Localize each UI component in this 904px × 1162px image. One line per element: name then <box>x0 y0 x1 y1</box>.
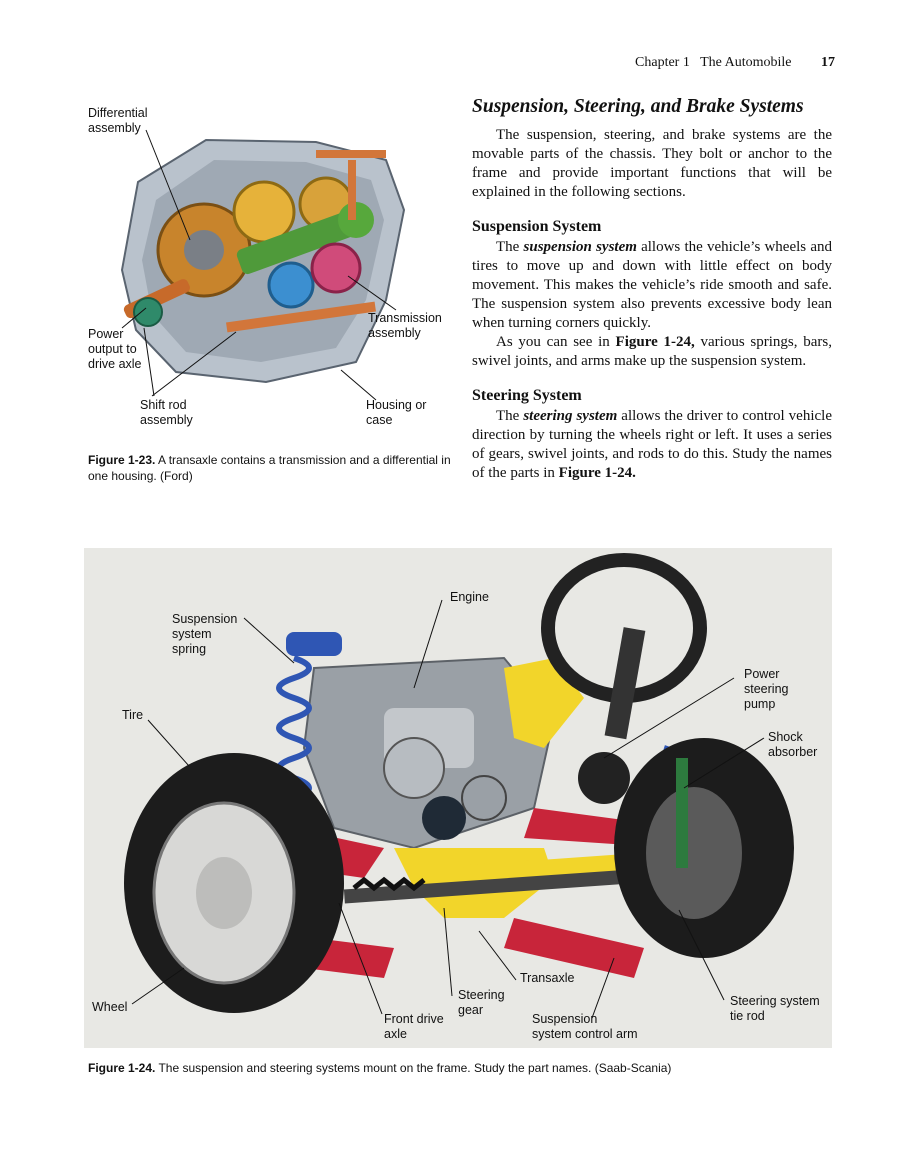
label-shock-absorber: Shock absorber <box>768 730 818 759</box>
text-run: As you can see in <box>496 334 616 350</box>
suspension-paragraph-2: As you can see in Figure 1-24, various s… <box>472 333 832 371</box>
text-run: allows the vehicle’s wheels and tires to… <box>472 239 832 331</box>
label-shift-rod-assembly: Shift rod assembly <box>140 398 193 427</box>
text-run: allows the driver to control vehicle dir… <box>472 408 832 481</box>
figure-ref-1-24: Figure 1-24. <box>558 465 636 481</box>
label-differential-assembly: Differential assembly <box>88 106 148 135</box>
label-transaxle: Transaxle <box>520 971 575 985</box>
running-head: Chapter 1 The Automobile 17 <box>560 55 835 71</box>
text-run: The <box>496 408 524 424</box>
page-number: 17 <box>821 55 835 70</box>
chapter-title: The Automobile <box>700 55 792 70</box>
chassis-photo <box>84 548 832 1048</box>
term-suspension-system: suspension system <box>523 239 637 255</box>
section-heading: Suspension, Steering, and Brake Systems <box>472 96 804 117</box>
chapter-number: Chapter 1 <box>635 55 690 70</box>
figure-1-24-ref: Figure 1-24. <box>88 1061 156 1075</box>
label-wheel: Wheel <box>92 1000 128 1014</box>
figure-1-23-caption: Figure 1-23. A transaxle contains a tran… <box>88 453 452 484</box>
label-transmission-assembly: Transmission assembly <box>368 311 442 340</box>
figure-1-23-ref: Figure 1-23. <box>88 453 156 467</box>
label-housing-or-case: Housing or case <box>366 398 427 427</box>
figure-1-23: Differential assembly Power output to dr… <box>86 100 458 440</box>
label-steering-tie-rod: Steering system tie rod <box>730 994 820 1023</box>
figure-1-24-caption-text: The suspension and steering systems moun… <box>155 1061 672 1075</box>
steering-heading: Steering System <box>472 387 582 404</box>
article-column: Suspension, Steering, and Brake Systems … <box>472 96 832 483</box>
figure-ref-1-24: Figure 1-24, <box>615 334 695 350</box>
label-tire: Tire <box>122 708 144 722</box>
label-suspension-spring: Suspension system spring <box>172 612 238 656</box>
label-steering-gear: Steering gear <box>458 988 505 1017</box>
suspension-heading: Suspension System <box>472 218 602 235</box>
text-run: The <box>496 239 524 255</box>
suspension-paragraph-1: The suspension system allows the vehicle… <box>472 238 832 333</box>
label-suspension-control-arm: Suspension system control arm <box>532 1012 638 1041</box>
figure-1-24-caption: Figure 1-24. The suspension and steering… <box>88 1061 828 1077</box>
text-run: various springs, bars, swivel joints, an… <box>472 334 832 369</box>
label-power-output: Power output to drive axle <box>88 327 142 371</box>
figure-1-23-caption-text: A transaxle contains a transmission and … <box>88 453 451 483</box>
figure-1-24: Engine Suspension system spring Tire Pow… <box>84 548 832 1048</box>
transaxle-illustration <box>120 129 406 401</box>
label-front-drive-axle: Front drive axle <box>384 1012 444 1041</box>
label-engine: Engine <box>450 590 489 604</box>
term-steering-system: steering system <box>523 408 618 424</box>
intro-paragraph: The suspension, steering, and brake syst… <box>472 127 832 200</box>
label-power-steering-pump: Power steering pump <box>744 667 789 711</box>
steering-paragraph-1: The steering system allows the driver to… <box>472 407 832 483</box>
